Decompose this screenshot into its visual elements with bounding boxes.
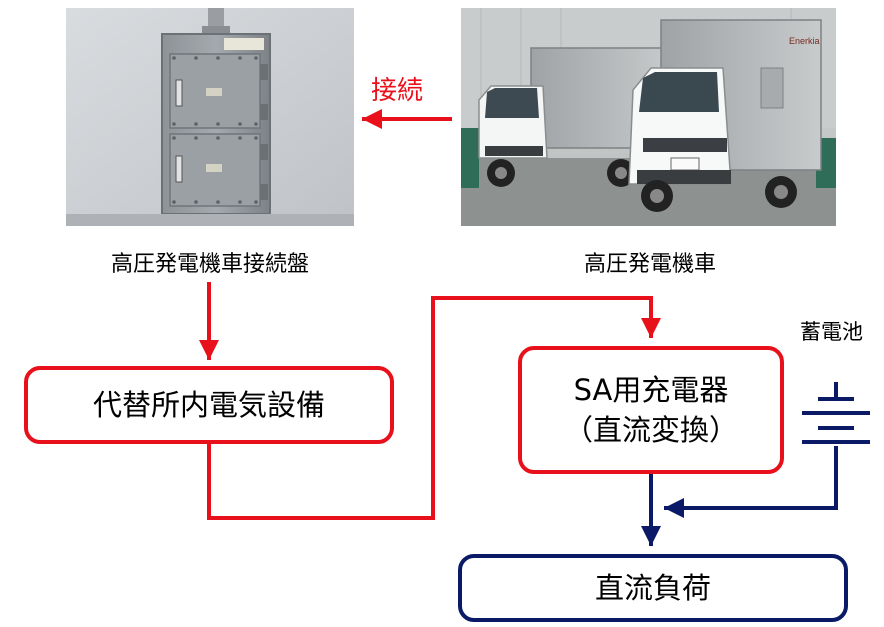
equipment-to-charger-line bbox=[207, 296, 661, 520]
battery-to-load-line bbox=[664, 446, 838, 518]
alternate-equipment-label: 代替所内電気設備 bbox=[92, 388, 325, 422]
battery-label: 蓄電池 bbox=[800, 320, 863, 344]
sa-charger-sublabel: （直流変換） bbox=[563, 413, 738, 447]
connection-label: 接続 bbox=[371, 76, 424, 106]
battery-icon bbox=[802, 382, 870, 444]
sa-charger-box: SA用充電器 （直流変換） bbox=[518, 346, 784, 474]
generator-truck-caption: 高圧発電機車 bbox=[583, 252, 716, 277]
alternate-equipment-box: 代替所内電気設備 bbox=[24, 366, 394, 444]
generator-trucks-photo: Enerkia bbox=[461, 8, 836, 226]
truck-brand-text: Enerkia bbox=[789, 36, 820, 46]
dc-load-box: 直流負荷 bbox=[458, 554, 848, 622]
connection-panel-caption: 高圧発電機車接続盤 bbox=[110, 252, 309, 277]
connection-panel-photo bbox=[66, 8, 354, 226]
sa-charger-label: SA用充電器 bbox=[573, 373, 729, 407]
dc-load-label: 直流負荷 bbox=[594, 571, 711, 605]
